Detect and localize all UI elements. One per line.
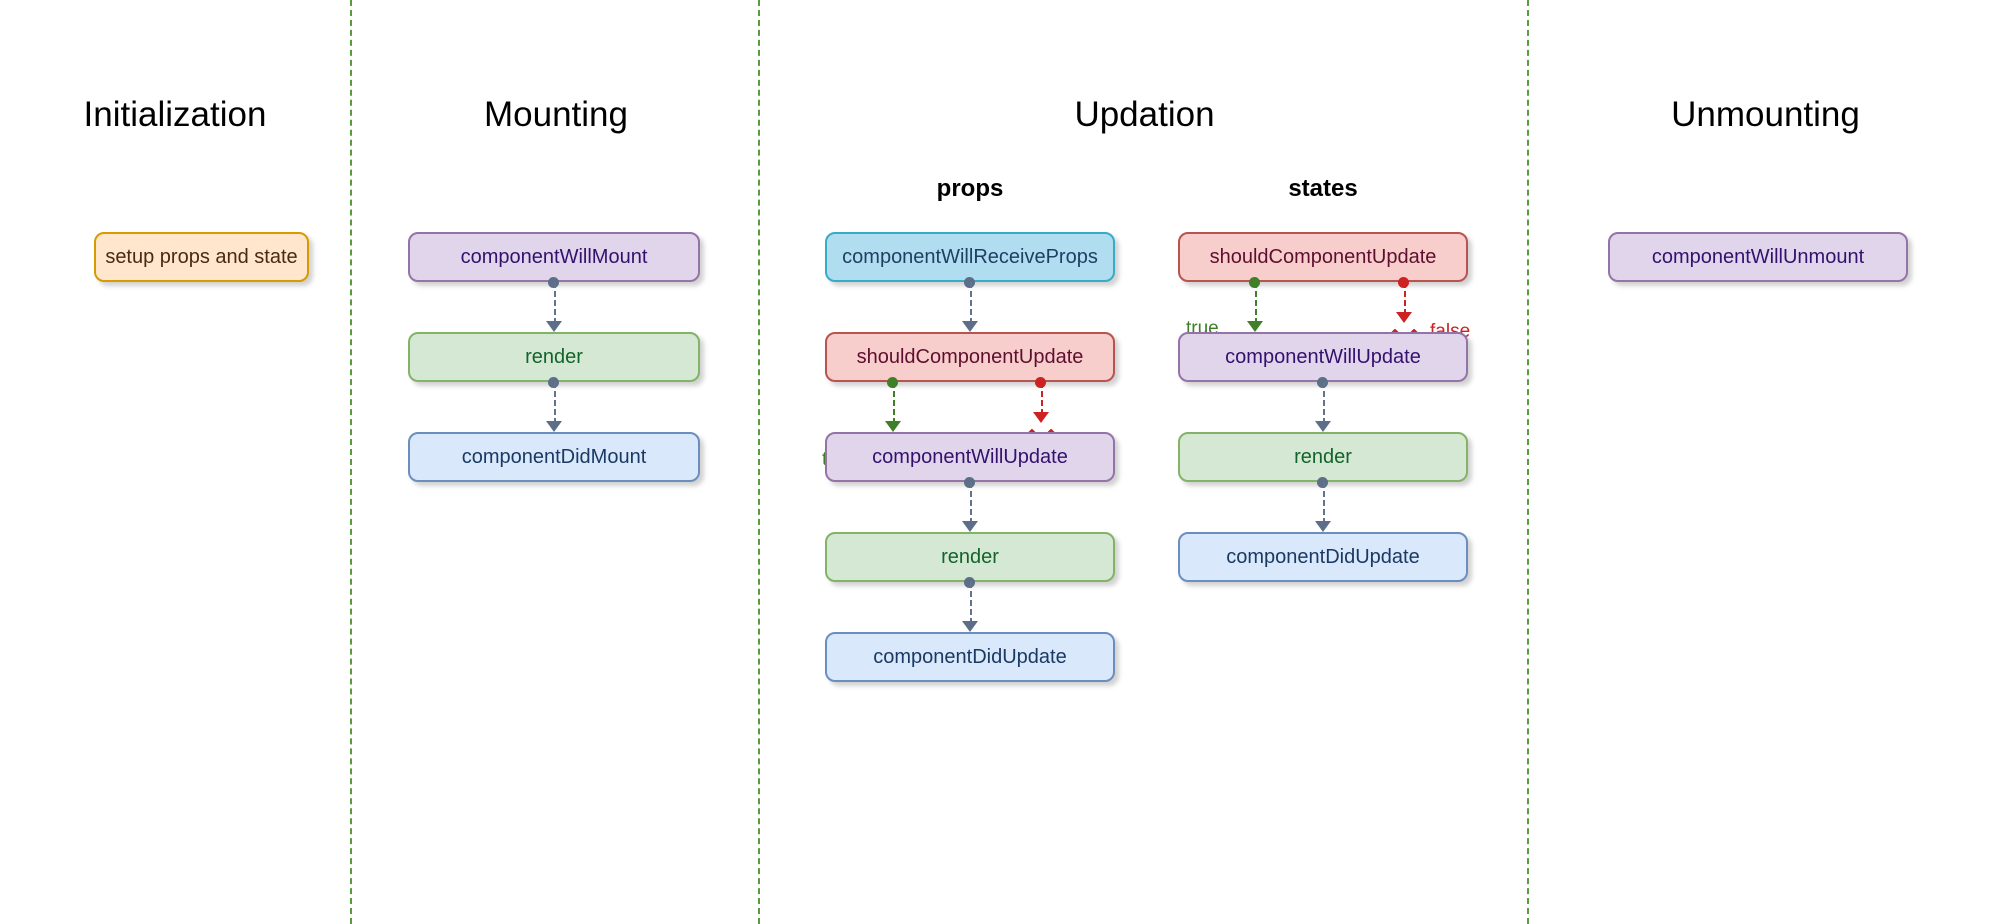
node-props-component-did-update[interactable]: componentDidUpdate [825, 632, 1115, 682]
subsection-title-states: states [1288, 175, 1358, 202]
node-states-component-will-update[interactable]: componentWillUpdate [1178, 332, 1468, 382]
section-title-mounting: Mounting [484, 95, 628, 134]
node-props-should-component-update[interactable]: shouldComponentUpdate [825, 332, 1115, 382]
true-branch-line [1255, 282, 1257, 324]
true-branch-dot [1249, 277, 1260, 288]
node-states-render[interactable]: render [1178, 432, 1468, 482]
section-title-unmounting: Unmounting [1671, 95, 1860, 134]
connector-arrow [962, 521, 978, 532]
connector-line [554, 282, 556, 324]
node-setup-props-and-state[interactable]: setup props and state [94, 232, 309, 282]
false-branch-line [1041, 382, 1043, 415]
connector-arrow [962, 321, 978, 332]
false-branch-line [1404, 282, 1406, 315]
connector-dot [964, 577, 975, 588]
true-branch-arrow [1247, 321, 1263, 332]
false-branch-dot [1398, 277, 1409, 288]
true-branch-dot [887, 377, 898, 388]
node-component-will-unmount[interactable]: componentWillUnmount [1608, 232, 1908, 282]
section-divider-3 [1527, 0, 1529, 924]
false-branch-arrow [1396, 312, 1412, 323]
subsection-title-props: props [936, 175, 1004, 202]
false-branch-dot [1035, 377, 1046, 388]
connector-arrow [1315, 421, 1331, 432]
node-states-component-did-update[interactable]: componentDidUpdate [1178, 532, 1468, 582]
section-title-initialization: Initialization [83, 95, 267, 134]
connector-line [970, 282, 972, 324]
section-divider-2 [758, 0, 760, 924]
section-title-updation: Updation [1074, 95, 1215, 134]
true-branch-arrow [885, 421, 901, 432]
section-divider-1 [350, 0, 352, 924]
node-mounting-render[interactable]: render [408, 332, 700, 382]
connector-line [1323, 382, 1325, 424]
connector-line [1323, 482, 1325, 524]
connector-dot [964, 277, 975, 288]
node-states-should-component-update[interactable]: shouldComponentUpdate [1178, 232, 1468, 282]
connector-line [970, 582, 972, 624]
connector-line [554, 382, 556, 424]
connector-dot [548, 377, 559, 388]
connector-arrow [1315, 521, 1331, 532]
node-props-render[interactable]: render [825, 532, 1115, 582]
true-branch-line [893, 382, 895, 424]
connector-dot [964, 477, 975, 488]
node-props-component-will-update[interactable]: componentWillUpdate [825, 432, 1115, 482]
node-component-will-mount[interactable]: componentWillMount [408, 232, 700, 282]
false-branch-arrow [1033, 412, 1049, 423]
node-component-will-receive-props[interactable]: componentWillReceiveProps [825, 232, 1115, 282]
connector-dot [548, 277, 559, 288]
connector-dot [1317, 477, 1328, 488]
connector-arrow [546, 421, 562, 432]
node-component-did-mount[interactable]: componentDidMount [408, 432, 700, 482]
connector-arrow [546, 321, 562, 332]
connector-arrow [962, 621, 978, 632]
connector-dot [1317, 377, 1328, 388]
connector-line [970, 482, 972, 524]
